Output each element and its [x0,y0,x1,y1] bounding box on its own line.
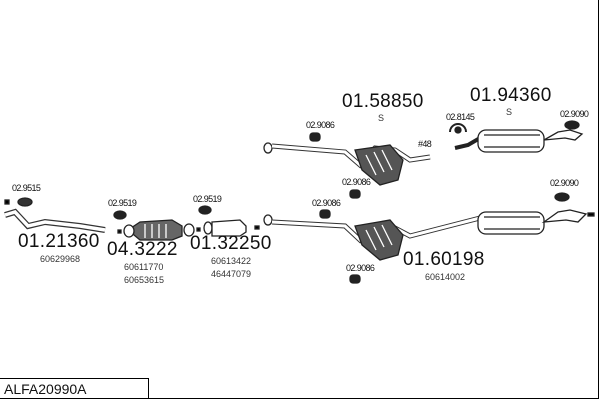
hanger-02-9086-a [309,132,321,142]
catalyst-04-3222 [117,219,195,241]
gasket-02-9515 [17,197,33,207]
oem-ref: 60629968 [40,254,81,264]
part-number: 01.94360 [470,85,552,106]
oem-ref: 60611770 [124,262,164,272]
vehicle-code: ALFA20990A [0,378,149,399]
front-pipe-01-21360 [4,199,106,233]
part-number: 01.21360 [18,231,100,252]
part-suffix: S [506,107,513,117]
pipe-size-label: #48 [418,139,432,149]
oem-ref: 60653615 [124,275,165,285]
part-number: 04.3222 [107,239,178,260]
hanger-label: 02.9090 [560,109,589,119]
hanger-label: 02.9086 [312,198,341,208]
part-number: 01.58850 [342,91,424,112]
hanger-02-9086-b [349,189,361,199]
part-number: 01.32250 [190,233,272,254]
part-clamp-label: 02.9519 [108,198,137,208]
silencer-01-58850 [263,142,431,186]
clamp-02-8145 [449,123,467,134]
part-clamp-label: 02.9515 [12,183,41,193]
gasket-02-9519-b [198,205,212,215]
oem-ref: 60613422 [211,256,252,266]
hanger-label: 02.9086 [342,177,371,187]
hanger-02-9090-a [564,120,580,130]
hanger-label: 02.9090 [550,178,579,188]
silencer-01-60198 [263,209,595,261]
gasket-02-9519-a [113,210,127,220]
hanger-02-9086-c [319,209,331,219]
oem-ref: 60614002 [425,272,466,282]
clamp-label: 02.8145 [446,112,475,122]
hanger-02-9086-d [349,274,361,284]
hanger-02-9090-b [554,192,570,202]
pipe-01-32250 [196,219,260,237]
part-number: 01.60198 [403,249,485,270]
part-suffix: S [378,113,385,123]
oem-ref: 46447079 [211,269,252,279]
rear-silencer-01-94360 [454,129,584,153]
part-clamp-label: 02.9519 [193,194,222,204]
hanger-label: 02.9086 [346,263,375,273]
hanger-label: 02.9086 [306,120,335,130]
